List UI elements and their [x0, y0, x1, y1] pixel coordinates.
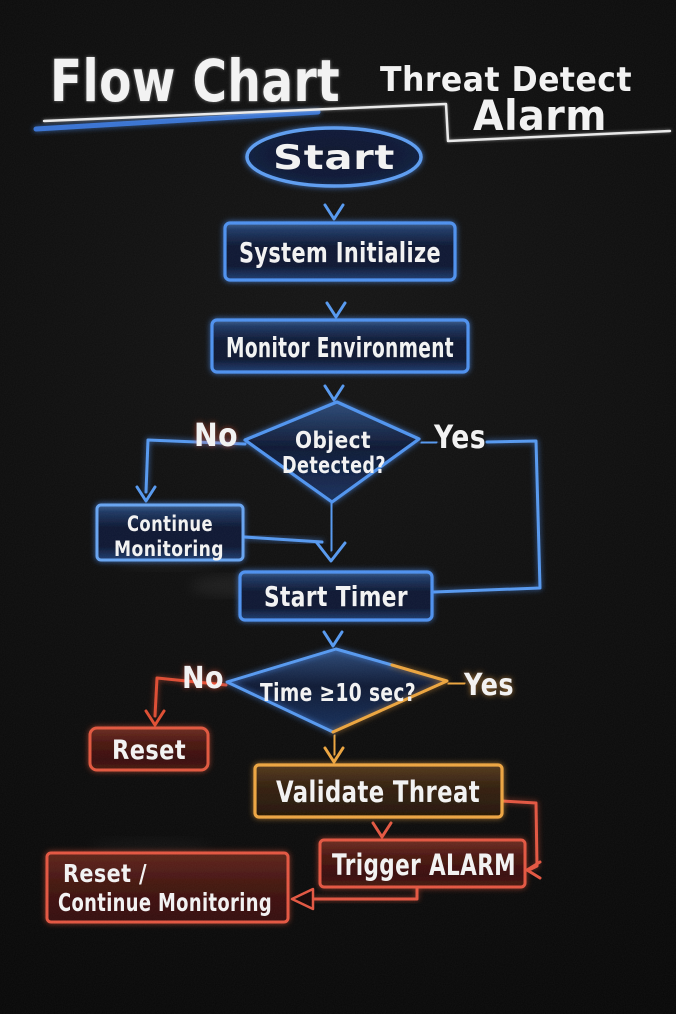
- photo-grain-overlay: [0, 0, 676, 1014]
- flowchart-photo: Flow Chart Threat Detect Alarm: [0, 0, 676, 1014]
- flowchart-canvas: Flow Chart Threat Detect Alarm: [0, 0, 676, 1014]
